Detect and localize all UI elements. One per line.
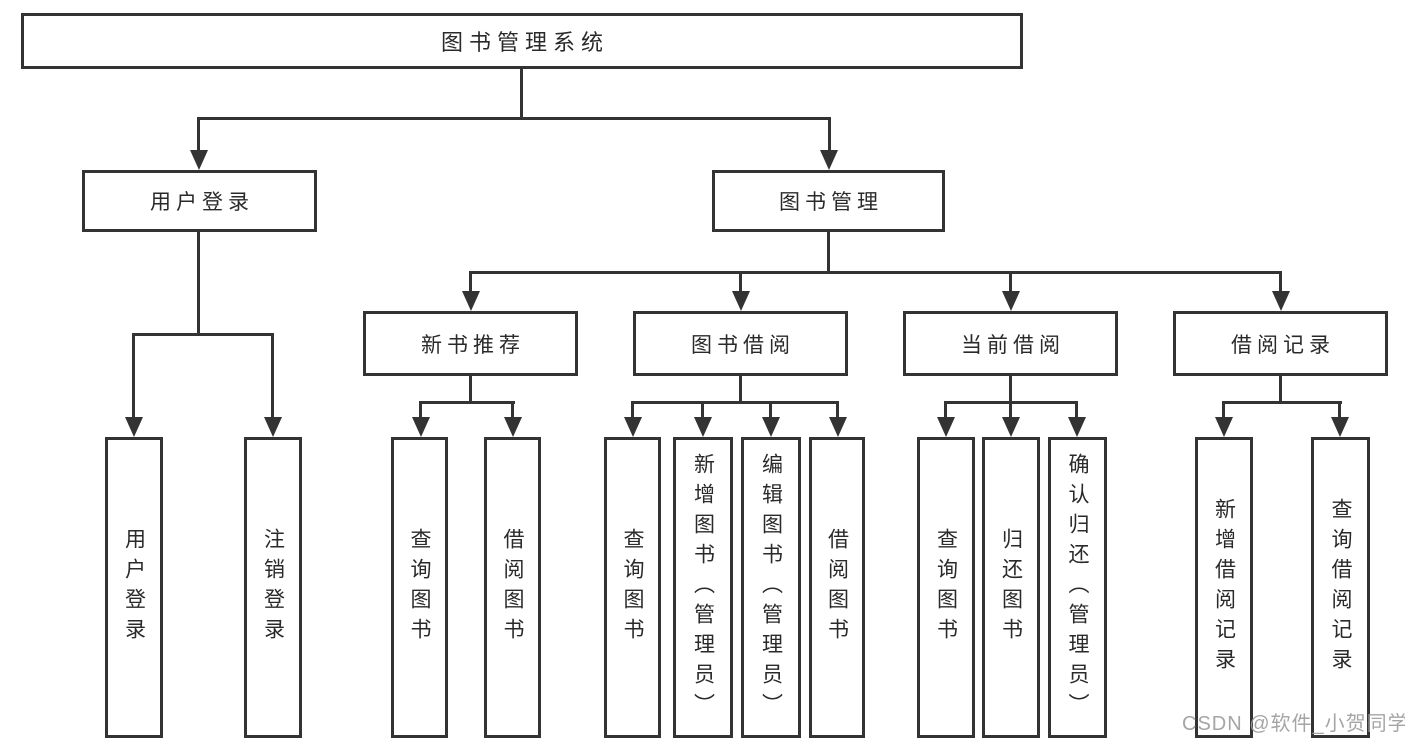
connector-line — [511, 401, 514, 419]
node-label: 图书借阅 — [691, 333, 795, 357]
node-label: 新增图书（管理员） — [691, 452, 715, 723]
connector-line — [828, 117, 831, 152]
node-label: 新增借阅记录 — [1212, 497, 1236, 678]
node-label: 当前借阅 — [961, 333, 1065, 357]
node-label: 编辑图书（管理员） — [759, 452, 783, 723]
leaf-user-login: 用户登录 — [105, 437, 163, 738]
node-label: 用户登录 — [122, 527, 146, 648]
node-label: 借阅记录 — [1231, 333, 1335, 357]
leaf-query-books-recommend: 查询图书 — [391, 437, 448, 738]
connector-line — [1279, 374, 1282, 403]
arrow-down — [1002, 291, 1020, 311]
leaf-edit-book-admin: 编辑图书（管理员） — [741, 437, 801, 738]
connector-line — [132, 333, 274, 336]
connector-line — [1009, 374, 1012, 403]
arrow-down — [1002, 417, 1020, 437]
node-label: 查询借阅记录 — [1329, 497, 1352, 678]
node-label: 注销登录 — [261, 527, 285, 648]
arrow-down — [732, 291, 750, 311]
node-book-management: 图书管理 — [712, 170, 945, 232]
arrow-down — [762, 417, 780, 437]
node-label: 借阅图书 — [825, 527, 849, 648]
node-library-management-system: 图书管理系统 — [21, 13, 1023, 69]
connector-line — [1279, 271, 1282, 293]
arrow-down — [937, 417, 955, 437]
node-label: 新书推荐 — [421, 333, 525, 357]
connector-line — [1075, 401, 1078, 419]
node-book-borrowing: 图书借阅 — [633, 311, 848, 376]
connector-line — [197, 117, 831, 120]
connector-line — [469, 271, 472, 293]
connector-line — [1338, 401, 1341, 419]
connector-line — [769, 401, 772, 419]
connector-line — [631, 401, 634, 419]
leaf-logout: 注销登录 — [244, 437, 302, 738]
node-label: 查询图书 — [408, 527, 431, 648]
connector-line — [197, 117, 200, 152]
connector-line — [419, 401, 422, 419]
node-label: 用户登录 — [150, 191, 254, 214]
arrow-down — [624, 417, 642, 437]
node-new-book-recommendation: 新书推荐 — [363, 311, 578, 376]
node-user-login: 用户登录 — [82, 170, 317, 232]
leaf-confirm-return-admin: 确认归还（管理员） — [1048, 437, 1107, 738]
connector-line — [1222, 401, 1225, 419]
connector-line — [419, 401, 515, 404]
leaf-return-books: 归还图书 — [982, 437, 1040, 738]
connector-line — [469, 374, 472, 403]
arrow-down — [820, 150, 838, 170]
arrow-down — [1068, 417, 1086, 437]
connector-line — [739, 271, 742, 293]
connector-line — [1009, 271, 1012, 293]
arrow-down — [504, 417, 522, 437]
node-label: 查询图书 — [621, 527, 644, 648]
arrow-down — [412, 417, 430, 437]
arrow-down — [694, 417, 712, 437]
leaf-borrow-books-borrowing: 借阅图书 — [809, 437, 865, 738]
arrow-down — [125, 417, 143, 437]
arrow-down — [829, 417, 847, 437]
connector-line — [944, 401, 947, 419]
leaf-query-borrow-record: 查询借阅记录 — [1311, 437, 1370, 738]
connector-line — [271, 333, 274, 419]
node-label: 图书管理系统 — [440, 30, 609, 55]
leaf-add-book-admin: 新增图书（管理员） — [673, 437, 733, 738]
connector-line — [1009, 401, 1012, 419]
node-label: 归还图书 — [999, 527, 1023, 648]
arrow-down — [462, 291, 480, 311]
connector-line — [739, 374, 742, 403]
connector-line — [836, 401, 839, 419]
node-borrowing-records: 借阅记录 — [1173, 311, 1388, 376]
connector-line — [631, 401, 839, 404]
node-label: 借阅图书 — [501, 527, 524, 648]
connector-line — [827, 232, 830, 273]
arrow-down — [1331, 417, 1349, 437]
connector-line — [701, 401, 704, 419]
node-label: 确认归还（管理员） — [1066, 452, 1089, 723]
leaf-borrow-books-recommend: 借阅图书 — [484, 437, 541, 738]
leaf-add-borrow-record: 新增借阅记录 — [1195, 437, 1253, 738]
node-label: 查询图书 — [934, 527, 958, 648]
arrow-down — [190, 150, 208, 170]
connector-line — [197, 232, 200, 335]
leaf-query-books-current: 查询图书 — [917, 437, 975, 738]
connector-line — [520, 69, 523, 118]
connector-line — [132, 333, 135, 419]
arrow-down — [264, 417, 282, 437]
node-label: 图书管理 — [779, 191, 883, 214]
arrow-down — [1215, 417, 1233, 437]
node-current-borrowing: 当前借阅 — [903, 311, 1118, 376]
connector-line — [1222, 401, 1342, 404]
leaf-query-books-borrowing: 查询图书 — [604, 437, 661, 738]
arrow-down — [1272, 291, 1290, 311]
connector-line — [469, 271, 1282, 274]
watermark: CSDN @软件_小贺同学 — [1182, 713, 1405, 735]
